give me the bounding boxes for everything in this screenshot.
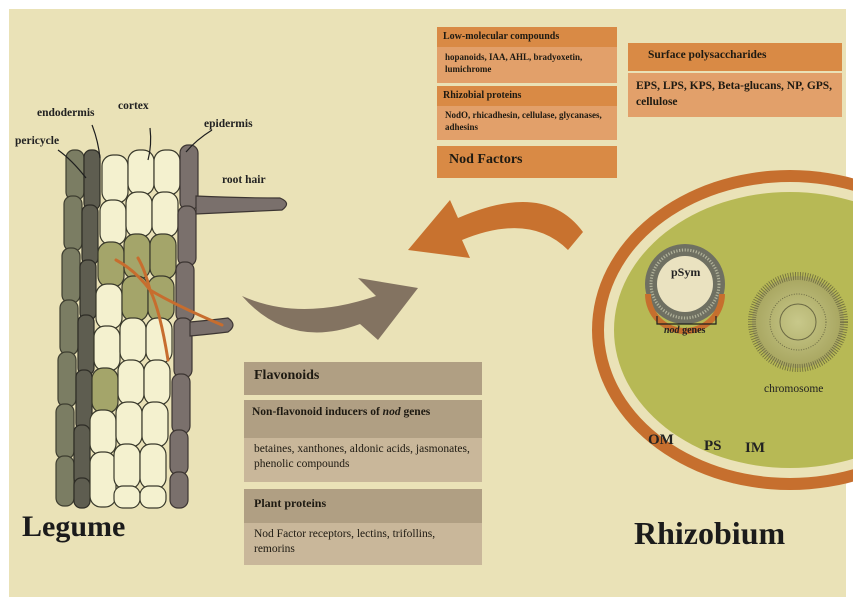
im-label: IM <box>745 440 765 457</box>
plant-proteins-title-box: Plant proteins <box>244 489 482 523</box>
plant-proteins-body: Nod Factor receptors, lectins, trifollin… <box>254 528 435 555</box>
epidermis-label: epidermis <box>204 118 253 130</box>
endodermis-label: endodermis <box>37 107 95 119</box>
rhizobial-proteins-title-box: Rhizobial proteins <box>437 86 617 106</box>
surface-polysaccharides-body: EPS, LPS, KPS, Beta-glucans, NP, GPS, ce… <box>636 80 832 108</box>
nod-genes-label: nod genes <box>664 325 705 336</box>
psym-label: pSym <box>671 265 700 280</box>
legume-label: Legume <box>22 510 125 544</box>
rhizobial-proteins-title: Rhizobial proteins <box>443 90 521 101</box>
non-flavonoid-title-italic: nod <box>383 406 401 418</box>
om-label: OM <box>648 432 674 449</box>
pericycle-label: pericycle <box>15 135 59 147</box>
nod-genes-suffix: genes <box>680 325 706 336</box>
chromosome-label: chromosome <box>764 383 823 395</box>
flavonoids-box: Flavonoids <box>244 362 482 395</box>
surface-polysaccharides-title-box: Surface polysaccharides <box>628 43 842 71</box>
flavonoids-title: Flavonoids <box>254 368 319 383</box>
low-mol-title: Low-molecular compounds <box>443 31 559 42</box>
rhizobial-proteins-body-box: NodO, rhicadhesin, cellulase, glycanases… <box>437 106 617 140</box>
plant-proteins-title: Plant proteins <box>254 496 326 510</box>
non-flavonoid-title-box: Non-flavonoid inducers of nod genes <box>244 400 482 438</box>
low-mol-body: hopanoids, IAA, AHL, bradyoxetin, lumich… <box>445 52 582 74</box>
cortex-cells <box>90 150 180 508</box>
surface-polysaccharides-title: Surface polysaccharides <box>648 49 767 61</box>
root-hair-label: root hair <box>222 174 266 186</box>
non-flavonoid-title-suffix: genes <box>401 406 431 418</box>
root-hair-upper <box>196 196 287 214</box>
surface-polysaccharides-body-box: EPS, LPS, KPS, Beta-glucans, NP, GPS, ce… <box>628 73 842 117</box>
low-mol-body-box: hopanoids, IAA, AHL, bradyoxetin, lumich… <box>437 47 617 83</box>
rhizobium-to-plant-arrow <box>408 200 583 258</box>
low-mol-title-box: Low-molecular compounds <box>437 27 617 47</box>
cortex-label: cortex <box>118 100 149 112</box>
nod-factors-box: Nod Factors <box>437 146 617 178</box>
non-flavonoid-body-box: betaines, xanthones, aldonic acids, jasm… <box>244 438 482 482</box>
nod-genes-italic: nod <box>664 325 680 336</box>
non-flavonoid-title-prefix: Non-flavonoid inducers of <box>252 406 383 418</box>
plant-proteins-body-box: Nod Factor receptors, lectins, trifollin… <box>244 523 482 565</box>
rhizobium-label: Rhizobium <box>634 515 785 552</box>
ps-label: PS <box>704 438 722 455</box>
non-flavonoid-body: betaines, xanthones, aldonic acids, jasm… <box>254 443 470 470</box>
nod-factors-title: Nod Factors <box>449 152 523 167</box>
rhizobium-cell <box>592 170 853 490</box>
rhizobial-proteins-body: NodO, rhicadhesin, cellulase, glycanases… <box>445 110 602 132</box>
plant-to-rhizobium-arrow <box>242 278 418 340</box>
